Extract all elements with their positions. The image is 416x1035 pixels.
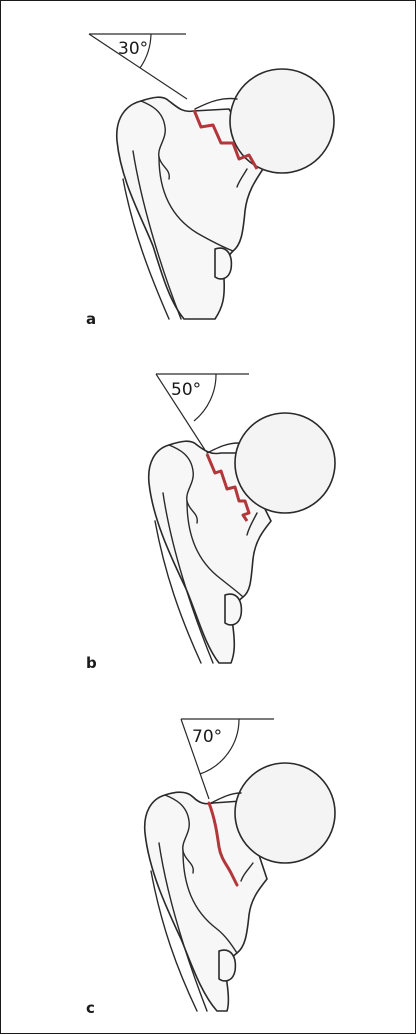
panel-c: 70° c <box>86 719 335 1017</box>
femoral-head <box>235 413 335 513</box>
panel-label: c <box>86 999 95 1017</box>
angle-indicator-a: 30° <box>89 34 187 99</box>
neck-upper-edge <box>195 98 237 109</box>
angle-label: 30° <box>118 39 148 59</box>
panel-label: a <box>86 310 96 328</box>
neck-upper-edge <box>207 443 239 453</box>
panel-label: b <box>86 654 97 672</box>
lesser-trochanter <box>215 248 231 279</box>
lesser-trochanter <box>219 950 235 981</box>
panel-b: 50° b <box>86 374 335 672</box>
femur-a <box>117 69 334 319</box>
angle-label: 50° <box>171 380 201 400</box>
angle-label: 70° <box>192 727 222 747</box>
angle-indicator-b: 50° <box>156 374 249 450</box>
femoral-head <box>235 763 335 863</box>
femur-b <box>149 413 335 663</box>
lesser-trochanter <box>225 594 241 625</box>
panel-a: 30° a <box>86 34 334 328</box>
femur-c <box>145 763 335 1011</box>
